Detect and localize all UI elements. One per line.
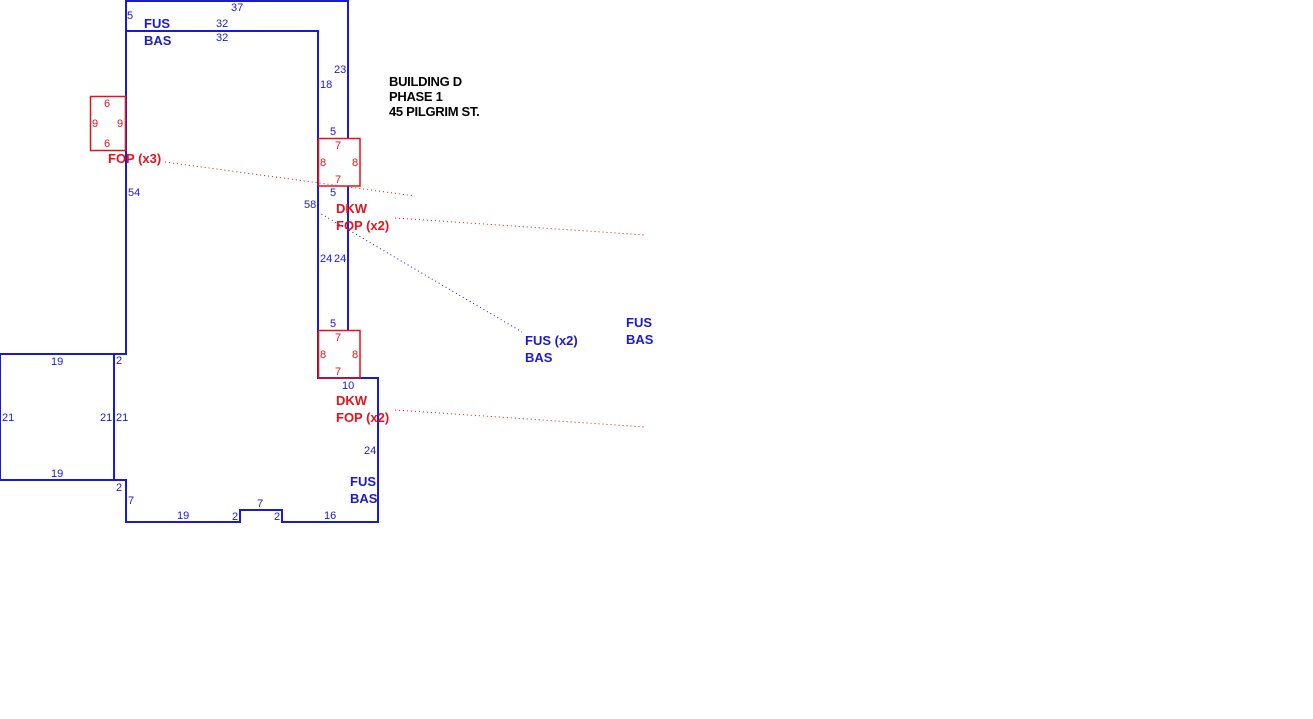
dimension: 7	[335, 332, 341, 344]
dimension: 2	[232, 511, 238, 523]
dimension: 5	[330, 187, 336, 199]
dimension: 9	[92, 118, 98, 130]
porch-upper	[317, 137, 361, 187]
dimension: 8	[320, 157, 326, 169]
dimension: 32	[216, 32, 228, 44]
leader-dkw-upper	[394, 217, 647, 236]
dimension: 21	[2, 412, 14, 424]
dimension: 19	[51, 468, 63, 480]
dimension: 18	[320, 79, 332, 91]
area-label: BAS	[350, 491, 378, 506]
dimension: 2	[116, 355, 122, 367]
dimension: 23	[334, 64, 346, 76]
left-wing	[0, 353, 115, 481]
area-label: FUS	[350, 474, 376, 489]
title-line-2: PHASE 1	[389, 89, 443, 104]
area-label: BAS	[525, 350, 553, 365]
area-label: BAS	[626, 332, 654, 347]
dimension: 8	[320, 349, 326, 361]
area-label: FUS (x2)	[525, 333, 578, 348]
dimension: 7	[335, 366, 341, 378]
dimension: 2	[274, 511, 280, 523]
dimension: 37	[231, 2, 243, 14]
area-label: BAS	[144, 33, 172, 48]
dimension: 7	[335, 140, 341, 152]
leader-fop-left	[164, 161, 416, 197]
dimension: 54	[128, 187, 140, 199]
dimension: 24	[334, 253, 346, 265]
dimension: 8	[352, 349, 358, 361]
area-label: FUS	[626, 315, 652, 330]
dimension: 24	[364, 445, 376, 457]
porch-label: DKW	[336, 393, 368, 408]
dimension: 10	[342, 380, 354, 392]
dimension: 24	[320, 253, 332, 265]
porch-lower	[317, 329, 361, 379]
dimension: 7	[128, 495, 134, 507]
area-label: FUS	[144, 16, 170, 31]
title-line-3: 45 PILGRIM ST.	[389, 104, 479, 119]
dimension: 21	[116, 412, 128, 424]
wall-dimensions: 37 5 32 32 23 18 54 58 5 5 5 24 24 10 24…	[2, 2, 376, 523]
dimension: 32	[216, 18, 228, 30]
porch-label: FOP (x3)	[108, 151, 161, 166]
dimension: 8	[352, 157, 358, 169]
dimension: 21	[100, 412, 112, 424]
porch-dimensions: 6 6 9 9 7 7 8 8 7 7 8 8	[92, 98, 358, 378]
dimension: 7	[257, 498, 263, 510]
dimension: 9	[117, 118, 123, 130]
dimension: 5	[330, 126, 336, 138]
title-line-1: BUILDING D	[389, 74, 462, 89]
porch-label: FOP (x2)	[336, 410, 389, 425]
dimension: 19	[177, 510, 189, 522]
porch-left	[89, 95, 127, 152]
porch-label: FOP (x2)	[336, 218, 389, 233]
porch-label: DKW	[336, 201, 368, 216]
dimension: 2	[116, 482, 122, 494]
dimension: 7	[335, 174, 341, 186]
leader-dkw-lower	[394, 409, 647, 428]
dimension: 16	[324, 510, 336, 522]
dimension: 6	[104, 138, 110, 150]
dimension: 5	[330, 318, 336, 330]
dimension: 6	[104, 98, 110, 110]
dimension: 58	[304, 199, 316, 211]
dimension: 19	[51, 356, 63, 368]
dimension: 5	[127, 10, 133, 22]
